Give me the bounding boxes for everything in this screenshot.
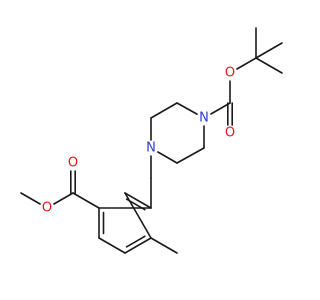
tbu-methyl-bond-3 — [255, 42, 283, 59]
tbu-oxygen-bond — [236, 57, 257, 70]
ester-ring-bond — [72, 192, 100, 209]
methoxy-bond — [20, 192, 41, 205]
oxygen-atom-label: O — [225, 66, 235, 81]
oxygen-atom-label: O — [42, 201, 52, 216]
aromatic-bond-6-inner — [125, 198, 146, 211]
piperazine-bond-3 — [176, 102, 198, 115]
structure-canvas: O O N N O O — [20, 27, 283, 254]
ester-oxygen-bond — [53, 192, 74, 205]
tbu-methyl-bond-2 — [255, 57, 283, 74]
nitrogen-atom-label: N — [199, 111, 209, 126]
piperazine-bond-5 — [176, 147, 205, 164]
boc-nitrogen-bond — [210, 102, 231, 115]
oxygen-atom-label: O — [68, 156, 78, 171]
ring-methyl-bond — [150, 237, 178, 254]
piperazine-bond-6 — [157, 151, 178, 164]
nitrogen-atom-label: N — [146, 141, 156, 156]
aromatic-bond-6 — [124, 192, 152, 209]
aromatic-bond-4 — [124, 237, 152, 254]
aromatic-bond-4-inner — [125, 235, 146, 248]
molecule-structure: O O N N O O — [20, 27, 283, 254]
aromatic-bond-3 — [98, 237, 126, 254]
piperazine-bond-2 — [150, 102, 178, 119]
oxygen-atom-label: O — [225, 126, 235, 141]
